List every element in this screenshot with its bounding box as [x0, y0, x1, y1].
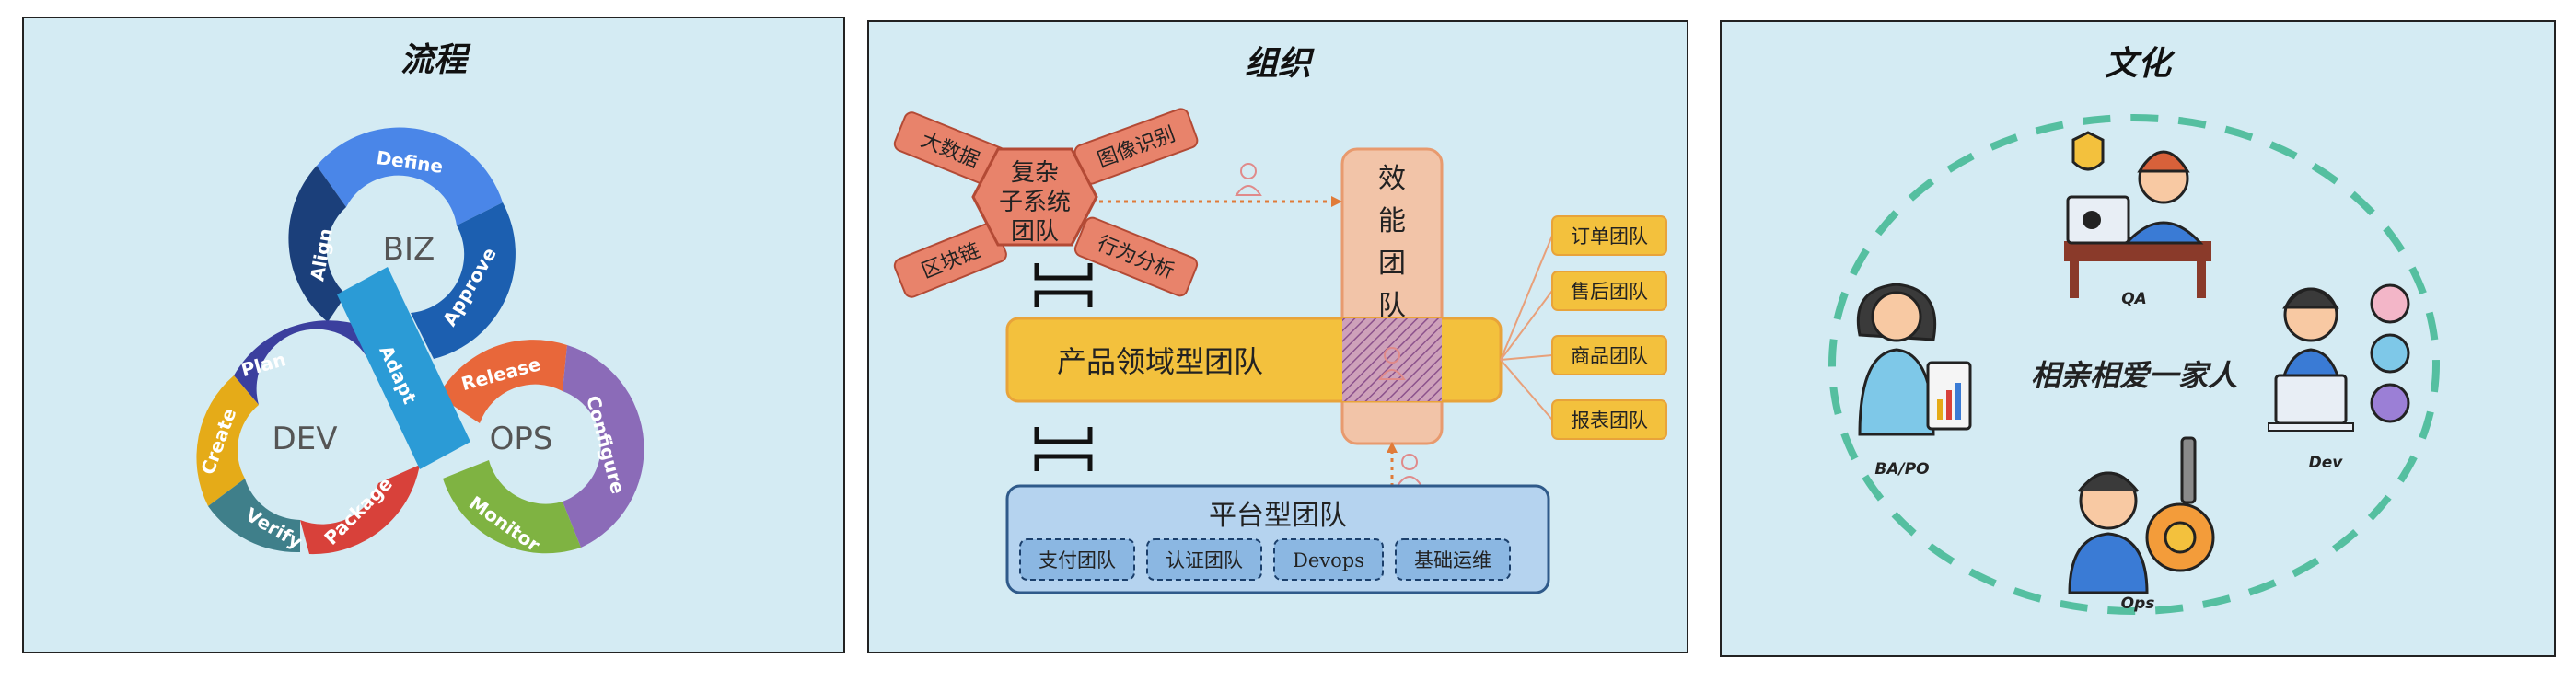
segment-create [196, 375, 259, 506]
platform-team-devops: Devops [1273, 538, 1384, 581]
enablement-char-1: 效 [1378, 163, 1406, 195]
product-team-goods: 商品团队 [1551, 335, 1667, 375]
culture-title: 文化 [2104, 44, 2171, 83]
tag-behavior-analysis: 行为分析 [1073, 216, 1199, 297]
role-ops: Ops [2121, 594, 2155, 613]
ops-person-icon [2068, 436, 2215, 594]
product-domain-label: 产品领域型团队 [1057, 344, 1263, 379]
complex-line-3: 团队 [1011, 218, 1059, 246]
segment-configure [563, 345, 644, 548]
svg-text:Devops: Devops [1293, 549, 1364, 571]
product-team-order: 订单团队 [1551, 215, 1667, 256]
overlap-hatch [1342, 318, 1442, 401]
person-icon [1235, 163, 1423, 487]
culture-slogan: 相亲相爱一家人 [2031, 358, 2237, 393]
enablement-char-2: 能 [1378, 205, 1406, 237]
segment-release [438, 340, 567, 423]
organization-panel: 组织 效 能 团 队 产品领域型团队 大数据 图像识别 区块链 [867, 20, 1688, 653]
culture-panel: 文化 相亲相爱一家人 QA BA/PO [1720, 20, 2556, 657]
platform-team-ops: 基础运维 [1395, 538, 1511, 581]
qa-person-icon [2064, 131, 2211, 298]
complex-subsystem-team [971, 147, 1098, 247]
devops-infinity-diagram: Define Approve Align Adapt Plan Create V… [196, 127, 644, 556]
role-ba: BA/PO [1874, 460, 1929, 479]
hub-biz: BIZ [383, 231, 435, 268]
tag-image-recognition: 图像识别 [1073, 108, 1199, 185]
role-qa: QA [2121, 290, 2147, 308]
complex-line-2: 子系统 [999, 189, 1071, 216]
enablement-char-3: 团 [1378, 248, 1406, 280]
family-circle [1828, 114, 2440, 615]
segment-approve [411, 202, 516, 359]
segment-plan [234, 320, 374, 405]
dev-person-icon [2268, 283, 2410, 432]
process-panel: 流程 Define Approve Align Adapt Plan Creat… [22, 17, 845, 653]
ba-person-icon [1856, 283, 1972, 436]
team-topology-diagram: 效 能 团 队 产品领域型团队 大数据 图像识别 区块链 行为分析 复杂 子系统… [893, 108, 1667, 594]
svg-text:基础运维: 基础运维 [1414, 549, 1491, 571]
segment-align [288, 166, 346, 322]
svg-text:售后团队: 售后团队 [1571, 281, 1648, 303]
svg-text:商品团队: 商品团队 [1571, 345, 1648, 367]
segment-verify [208, 479, 300, 553]
product-team-report: 报表团队 [1551, 399, 1667, 440]
complex-line-1: 复杂 [1011, 159, 1059, 187]
svg-text:报表团队: 报表团队 [1571, 410, 1648, 432]
platform-label: 平台型团队 [1209, 500, 1347, 532]
role-dev: Dev [2309, 454, 2344, 472]
segment-package [300, 465, 420, 555]
platform-team-auth: 认证团队 [1146, 538, 1262, 581]
product-team-aftersales: 售后团队 [1551, 271, 1667, 311]
product-team-connectors [1500, 235, 1553, 421]
hub-ops: OPS [490, 421, 553, 457]
svg-text:支付团队: 支付团队 [1039, 549, 1116, 571]
interface-bracket-icon [1034, 263, 1093, 471]
segment-define [317, 127, 503, 225]
process-title: 流程 [400, 40, 467, 79]
team-culture-illustration: 相亲相爱一家人 QA BA/PO [1828, 114, 2440, 615]
platform-team-payment: 支付团队 [1019, 538, 1135, 581]
label-plan: Plan [238, 348, 288, 381]
organization-title: 组织 [1244, 44, 1311, 83]
enablement-char-4: 队 [1378, 290, 1406, 322]
svg-text:认证团队: 认证团队 [1166, 549, 1243, 571]
segment-adapt [337, 267, 470, 469]
segment-monitor [443, 460, 581, 554]
hub-dev: DEV [273, 421, 338, 457]
svg-text:订单团队: 订单团队 [1571, 225, 1648, 248]
